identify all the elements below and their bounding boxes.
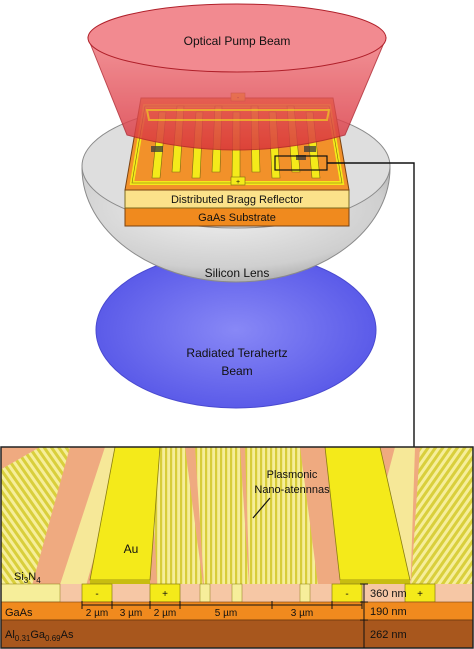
polarity-plus-1: + bbox=[162, 589, 168, 600]
dim-2um-b: 2 µm bbox=[154, 608, 176, 619]
dim-2um-a: 2 µm bbox=[86, 608, 108, 619]
electrodes-under-beam bbox=[145, 109, 331, 121]
label-dbr: Distributed Bragg Reflector bbox=[171, 194, 303, 206]
pump-beam bbox=[87, 3, 387, 151]
label-silicon-lens: Silicon Lens bbox=[205, 266, 270, 280]
thickness-si3n4: 360 nm bbox=[370, 588, 407, 600]
thickness-scale bbox=[360, 583, 368, 648]
zoom-leader-line bbox=[327, 162, 415, 447]
label-si3n4: Si3N4 bbox=[14, 571, 41, 585]
polarity-plus-2: + bbox=[417, 589, 423, 600]
label-gaas-layer: GaAs bbox=[5, 607, 33, 619]
dimension-line bbox=[81, 601, 363, 609]
polarity-minus-2: - bbox=[345, 589, 348, 600]
label-optical-pump-beam: Optical Pump Beam bbox=[184, 34, 291, 48]
label-thz-line2: Beam bbox=[221, 364, 252, 378]
algaas-layer bbox=[1, 619, 473, 648]
thickness-algaas: 262 nm bbox=[370, 629, 407, 641]
label-thz-line1: Radiated Terahertz bbox=[186, 346, 287, 360]
dim-5um: 5 µm bbox=[215, 608, 237, 619]
label-plasmonic-line2: Nano-atennnas bbox=[254, 484, 330, 496]
dim-3um-a: 3 µm bbox=[120, 608, 142, 619]
thickness-gaas: 190 nm bbox=[370, 606, 407, 618]
polarity-minus-1: - bbox=[95, 589, 98, 600]
dim-3um-b: 3 µm bbox=[291, 608, 313, 619]
label-algaas-layer: Al0.31Ga0.69As bbox=[5, 629, 74, 643]
detail-panel bbox=[0, 446, 474, 649]
label-au: Au bbox=[124, 542, 139, 556]
plasmonic-pointer bbox=[252, 497, 271, 519]
label-gaas-substrate: GaAs Substrate bbox=[198, 212, 276, 224]
label-plasmonic-line1: Plasmonic bbox=[267, 469, 318, 481]
svg-text:+: + bbox=[236, 179, 240, 186]
